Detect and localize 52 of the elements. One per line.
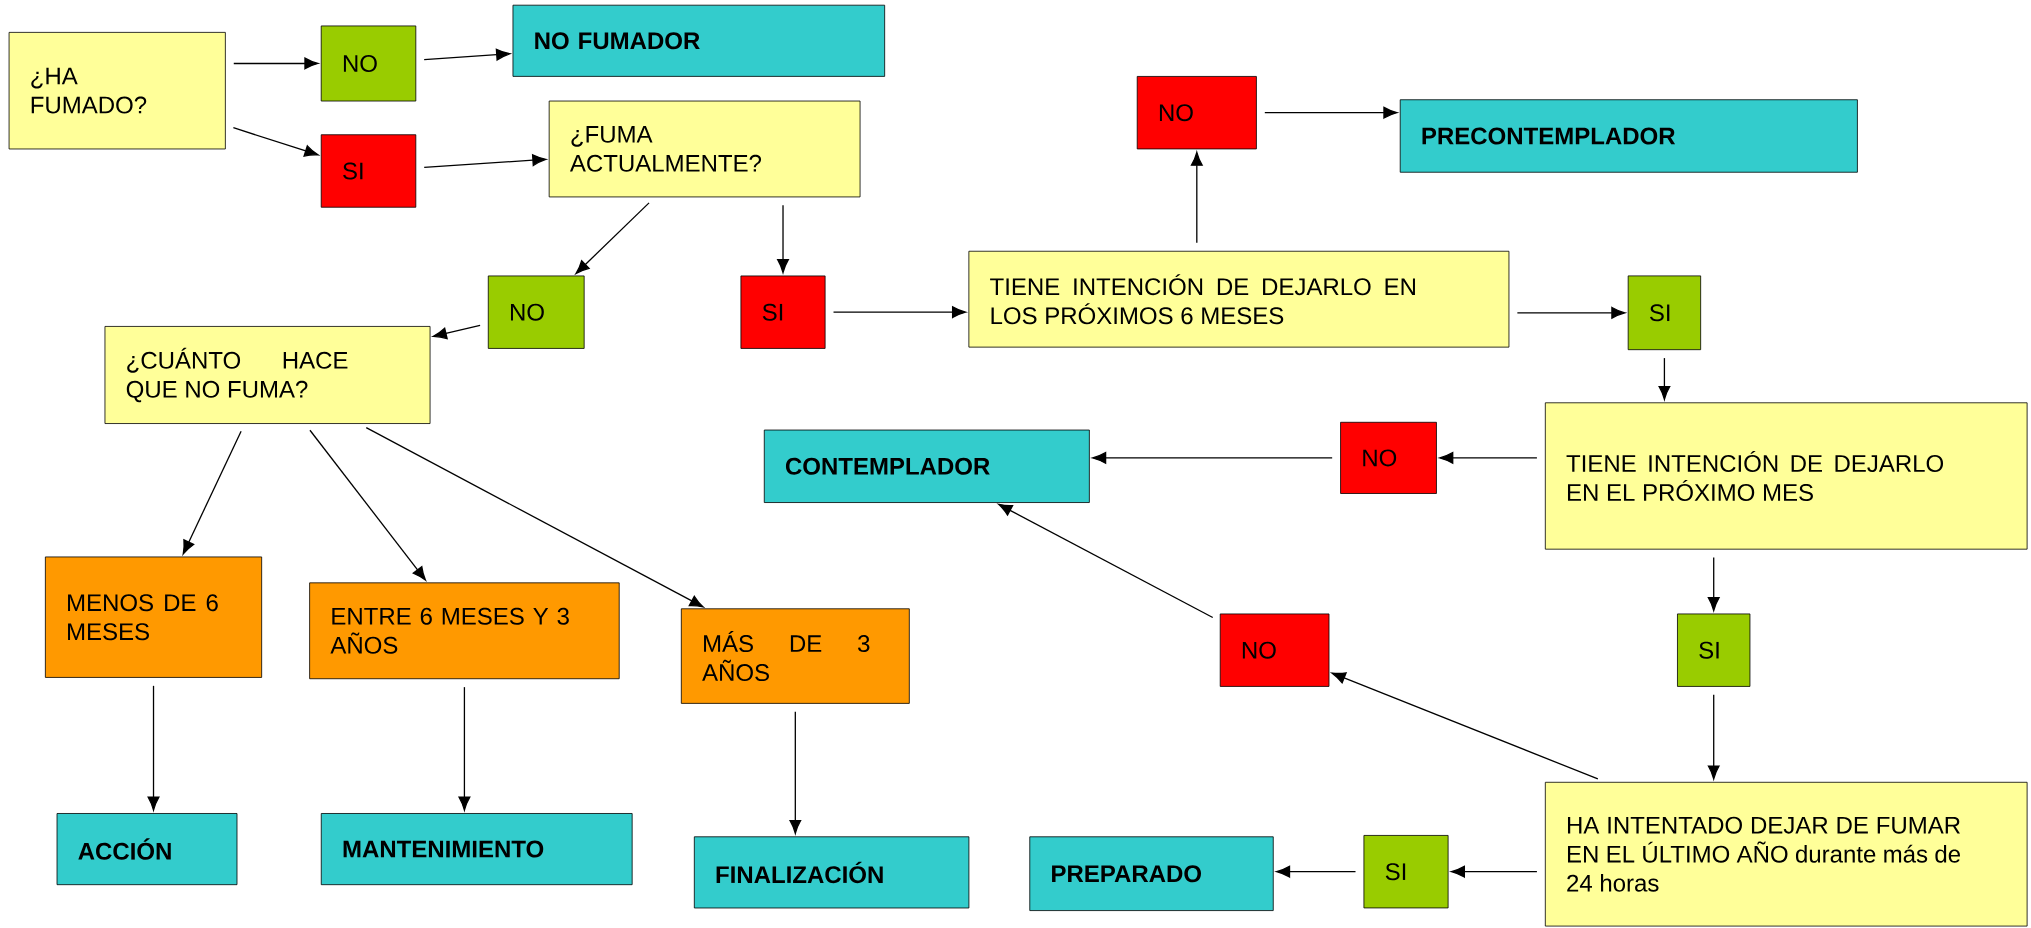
arrow — [832, 306, 967, 319]
answer-tag: SI — [1677, 613, 1751, 687]
answer-tag: NO — [1219, 613, 1330, 687]
answer-tag: NO — [320, 25, 417, 102]
time-box: MÁS DE 3 AÑOS — [680, 608, 910, 704]
stage-box: CONTEMPLADOR — [763, 429, 1090, 503]
arrow — [1092, 451, 1333, 464]
arrow — [309, 429, 427, 581]
question-box: ¿CUÁNTO HACE QUE NO FUMA? — [104, 326, 431, 424]
arrow — [1190, 151, 1203, 244]
arrow — [998, 503, 1214, 619]
answer-tag: SI — [320, 134, 417, 208]
arrow — [789, 711, 802, 835]
answer-tag: NO — [1136, 76, 1257, 150]
arrow — [777, 204, 789, 274]
arrow — [432, 324, 481, 340]
arrow — [182, 430, 242, 555]
question-box: HA INTENTADO DEJAR DE FUMAR EN EL ÚLTIMO AÑO durante más de 24 horas — [1544, 781, 2028, 927]
question-box: ¿HA FUMADO? — [8, 32, 226, 150]
arrow — [423, 48, 511, 61]
time-box: ENTRE 6 MESES Y 3 AÑOS — [309, 582, 620, 680]
answer-tag: SI — [740, 275, 826, 349]
arrow — [1516, 306, 1626, 319]
arrow — [1439, 451, 1538, 464]
question-box: ¿FUMA ACTUALMENTE? — [548, 100, 861, 198]
answer-tag: NO — [1340, 421, 1437, 494]
arrow — [1264, 106, 1398, 119]
arrow — [1707, 556, 1720, 612]
arrow — [233, 57, 319, 70]
arrow — [1707, 694, 1720, 780]
answer-tag: SI — [1627, 275, 1702, 351]
stage-box: PRECONTEMPLADOR — [1399, 99, 1858, 173]
stage-box: FINALIZACIÓN — [693, 836, 970, 909]
arrow — [1450, 865, 1538, 878]
time-box: MENOS DE 6 MESES — [44, 556, 263, 678]
arrow — [1276, 865, 1357, 878]
answer-tag: NO — [487, 275, 585, 349]
arrow — [365, 427, 704, 608]
arrow — [423, 154, 547, 168]
stage-box: MANTENIMIENTO — [320, 813, 633, 886]
arrow — [458, 686, 471, 811]
arrow — [575, 202, 650, 275]
question-box: TIENE INTENCIÓN DE DEJARLO EN EL PRÓXIMO MES — [1544, 402, 2028, 550]
answer-tag: SI — [1363, 835, 1449, 909]
question-box: TIENE INTENCIÓN DE DEJARLO EN LOS PRÓXIMOS 6 MESES — [968, 250, 1510, 348]
arrow — [147, 685, 160, 811]
stage-box: PREPARADO — [1029, 836, 1274, 911]
stage-box: ACCIÓN — [56, 813, 238, 886]
arrow — [1331, 672, 1599, 780]
stage-box: NO FUMADOR — [512, 4, 886, 77]
arrow — [1658, 357, 1671, 401]
arrow — [232, 127, 319, 157]
